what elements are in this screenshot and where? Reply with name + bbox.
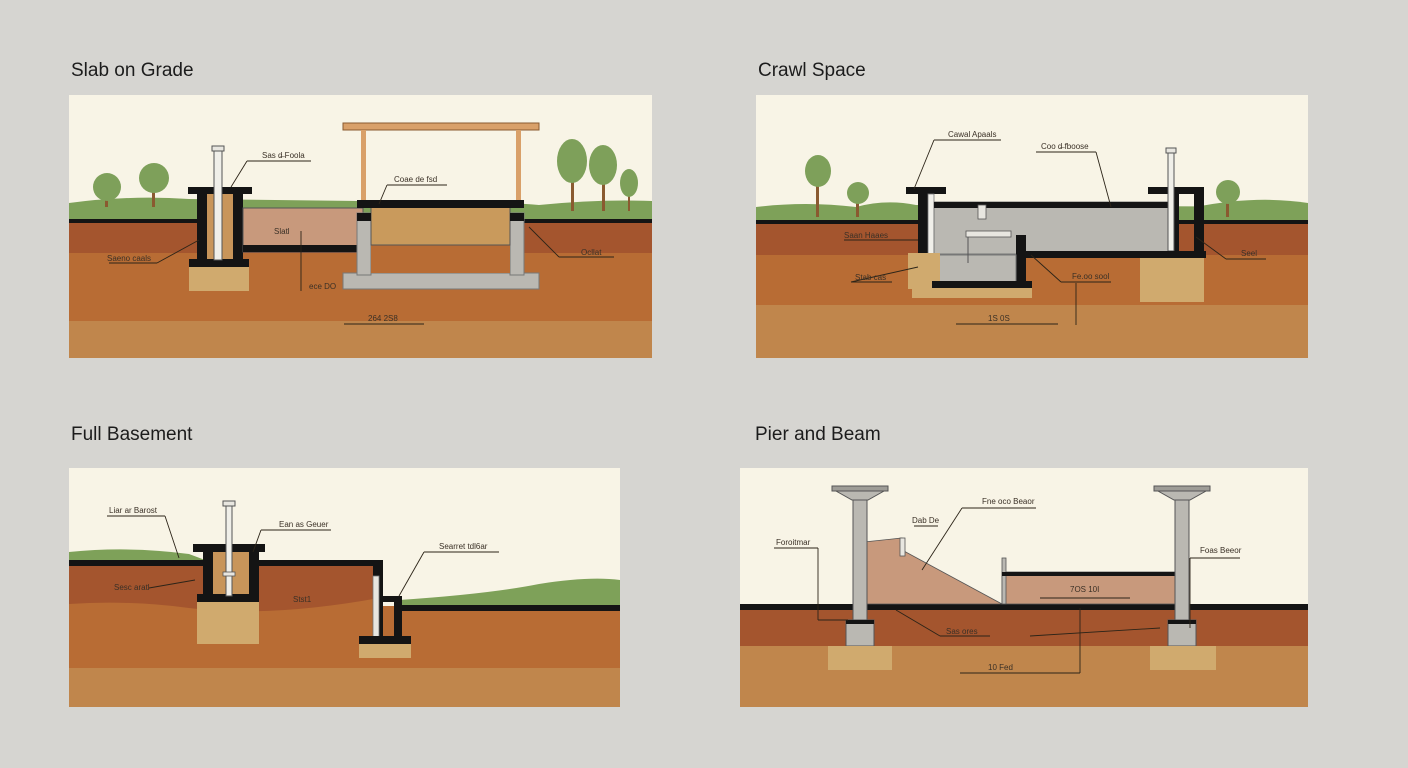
crawl-top-left-label: Cawal Apaals bbox=[948, 130, 996, 139]
pier-left-label: Foroitmar bbox=[776, 538, 811, 547]
pier-and-beam-title: Pier and Beam bbox=[755, 424, 881, 445]
tree-icon bbox=[847, 182, 869, 217]
basement-footing bbox=[193, 500, 265, 644]
tree-icon bbox=[93, 173, 121, 207]
footing-label: Sas d̶ Foola bbox=[262, 151, 305, 160]
slab-label: Slatl bbox=[274, 227, 290, 236]
tree-icon bbox=[1216, 180, 1240, 217]
crawl-left-label-2: Stab cas bbox=[855, 273, 886, 282]
tree-icon bbox=[805, 155, 831, 217]
right-pier bbox=[1150, 485, 1216, 670]
pier-small-label: Dab De bbox=[912, 516, 940, 525]
crawl-space-diagram: Cawal Apaals Coo d̶ fboose Saan Haaes St… bbox=[756, 95, 1308, 358]
basement-left-label: Sesc aratl bbox=[114, 583, 150, 592]
basement-top-center-label: Ean as Geuer bbox=[279, 520, 329, 529]
pier-below-label: Sas ores bbox=[946, 627, 978, 636]
dimension-label: 264 2S8 bbox=[368, 314, 398, 323]
full-basement-title: Full Basement bbox=[71, 424, 193, 445]
slab-on-grade-diagram: Sas d̶ Foola Coae de fsd Slatl Saeno caa… bbox=[69, 95, 652, 358]
tree-icon bbox=[557, 139, 587, 211]
tree-icon bbox=[620, 169, 638, 211]
tree-icon bbox=[589, 145, 617, 211]
basement-top-left-label: Liar ar Barost bbox=[109, 506, 158, 515]
crawl-dimension-label: 1S 0S bbox=[988, 314, 1010, 323]
pier-beam-label: 7OS 10I bbox=[1070, 585, 1099, 594]
basement-center-label: Stst1 bbox=[293, 595, 312, 604]
crawl-space-title: Crawl Space bbox=[758, 60, 866, 81]
center-foundation bbox=[342, 200, 540, 290]
right-label: Ocllat bbox=[581, 248, 602, 257]
full-basement-diagram: Liar ar Barost Ean as Geuer Searret tdl6… bbox=[69, 468, 620, 707]
crawl-left-label-1: Saan Haaes bbox=[844, 231, 888, 240]
pergola bbox=[342, 122, 540, 200]
center-label: Coae de fsd bbox=[394, 175, 437, 184]
below-label: ece DO bbox=[309, 282, 336, 291]
left-label: Saeno caals bbox=[107, 254, 151, 263]
basement-right-label: Searret tdl6ar bbox=[439, 542, 488, 551]
crawl-top-center-label: Coo d̶ fboose bbox=[1041, 142, 1089, 151]
crawl-foundation bbox=[906, 147, 1206, 302]
left-pier bbox=[828, 485, 892, 670]
crawl-center-label: Fe.oo sool bbox=[1072, 272, 1110, 281]
pier-top-center-label: Fne oco Beaor bbox=[982, 497, 1035, 506]
left-footing bbox=[188, 145, 252, 291]
pier-and-beam-diagram: Fne oco Beaor Dab De Foroitmar Foas Beeo… bbox=[740, 468, 1308, 707]
tree-icon bbox=[139, 163, 169, 207]
crawl-right-label: Seel bbox=[1241, 249, 1257, 258]
basement-wall bbox=[359, 560, 411, 658]
slab-on-grade-title: Slab on Grade bbox=[71, 60, 194, 81]
pier-right-label: Foas Beeor bbox=[1200, 546, 1242, 555]
pier-dimension-label: 10 Fed bbox=[988, 663, 1013, 672]
